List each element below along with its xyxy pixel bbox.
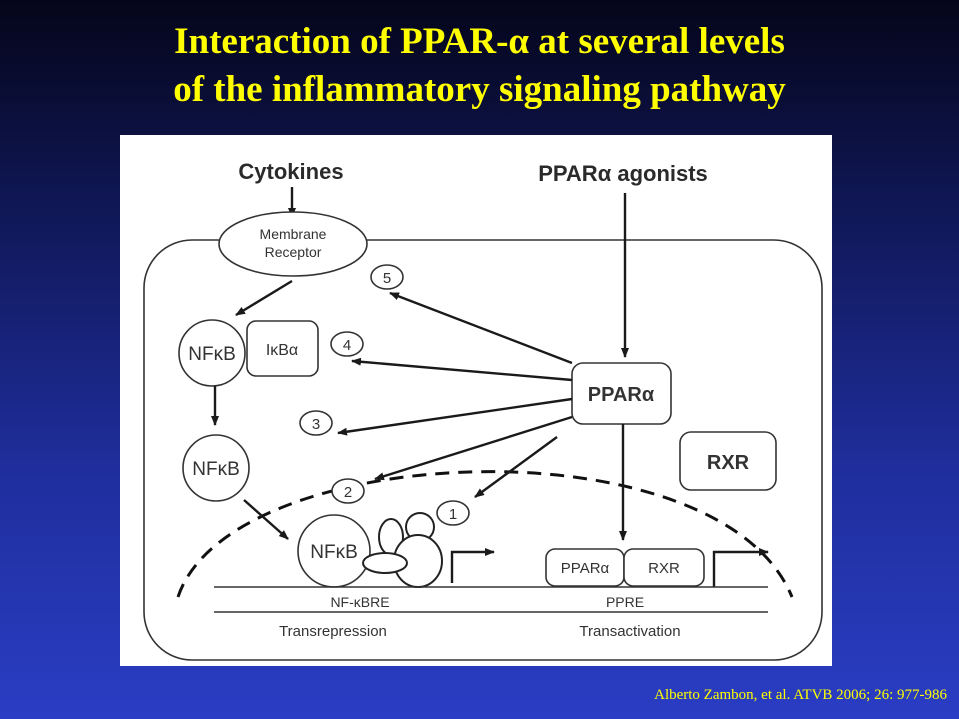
inhibition-arrow-1 <box>474 436 558 498</box>
coactivator-disk <box>362 552 408 574</box>
nuclear-envelope <box>176 470 794 598</box>
ikba-box <box>246 320 319 377</box>
ppre-label: PPRE <box>606 594 644 610</box>
step-5-marker <box>370 264 404 290</box>
pathway-diagram: Cytokines PPARα agonists Membrane Recept… <box>143 159 823 661</box>
transcription-start-left <box>450 548 495 583</box>
rxr-label: RXR <box>707 452 750 474</box>
title-line-1: Interaction of PPAR-α at several levels <box>174 21 785 62</box>
rxr-dna-label: RXR <box>648 560 680 577</box>
step-1-marker <box>436 500 470 526</box>
inhibition-arrow-3 <box>337 397 573 436</box>
step-3-label: 3 <box>312 416 320 433</box>
slide-title: Interaction of PPAR-α at several levels … <box>0 18 959 114</box>
nfkb-bre-label: NF-κBRE <box>330 594 389 610</box>
step-3-marker <box>299 410 333 436</box>
nfkb-label-2: NFκB <box>192 459 240 480</box>
inhibition-arrow-2 <box>374 415 573 481</box>
step-4-marker <box>330 331 364 357</box>
step-2-marker <box>331 478 365 504</box>
membrane-receptor-label-2: Receptor <box>265 244 322 260</box>
step-4-label: 4 <box>343 337 351 354</box>
step-5-label: 5 <box>383 270 391 287</box>
ppara-dna-label: PPARα <box>561 560 610 577</box>
membrane-receptor <box>218 211 368 277</box>
nfkb-cytoplasm <box>178 319 246 387</box>
membrane-receptor-label-1: Membrane <box>260 226 327 242</box>
receptor-to-nfkb-arrow <box>235 279 293 317</box>
citation: Alberto Zambon, et al. ATVB 2006; 26: 97… <box>654 687 947 703</box>
pathway-figure: Cytokines PPARα agonists Membrane Recept… <box>120 135 832 666</box>
ikba-label: IκBα <box>266 342 298 359</box>
transcription-start-right <box>712 548 769 587</box>
nfkb-label-1: NFκB <box>188 344 236 365</box>
agonists-label: PPARα agonists <box>538 161 708 186</box>
transactivation-label: Transactivation <box>579 623 680 640</box>
nfkb-free <box>182 434 250 502</box>
rxr-dna-box <box>623 548 705 587</box>
inhibition-arrow-5 <box>389 291 573 365</box>
inhibition-arrow-4 <box>351 357 573 382</box>
step-1-label: 1 <box>449 506 457 523</box>
nfkb-nuclear-arrow <box>243 499 289 540</box>
cytokines-label: Cytokines <box>238 159 343 184</box>
nfkb-label-3: NFκB <box>310 542 358 563</box>
rxr-box <box>679 431 777 491</box>
ppara-box <box>571 362 672 425</box>
step-2-label: 2 <box>344 484 352 501</box>
ppara-label: PPARα <box>588 384 655 406</box>
cell-membrane <box>143 239 823 661</box>
transrepression-label: Transrepression <box>279 623 387 640</box>
title-line-2: of the inflammatory signaling pathway <box>173 69 786 110</box>
